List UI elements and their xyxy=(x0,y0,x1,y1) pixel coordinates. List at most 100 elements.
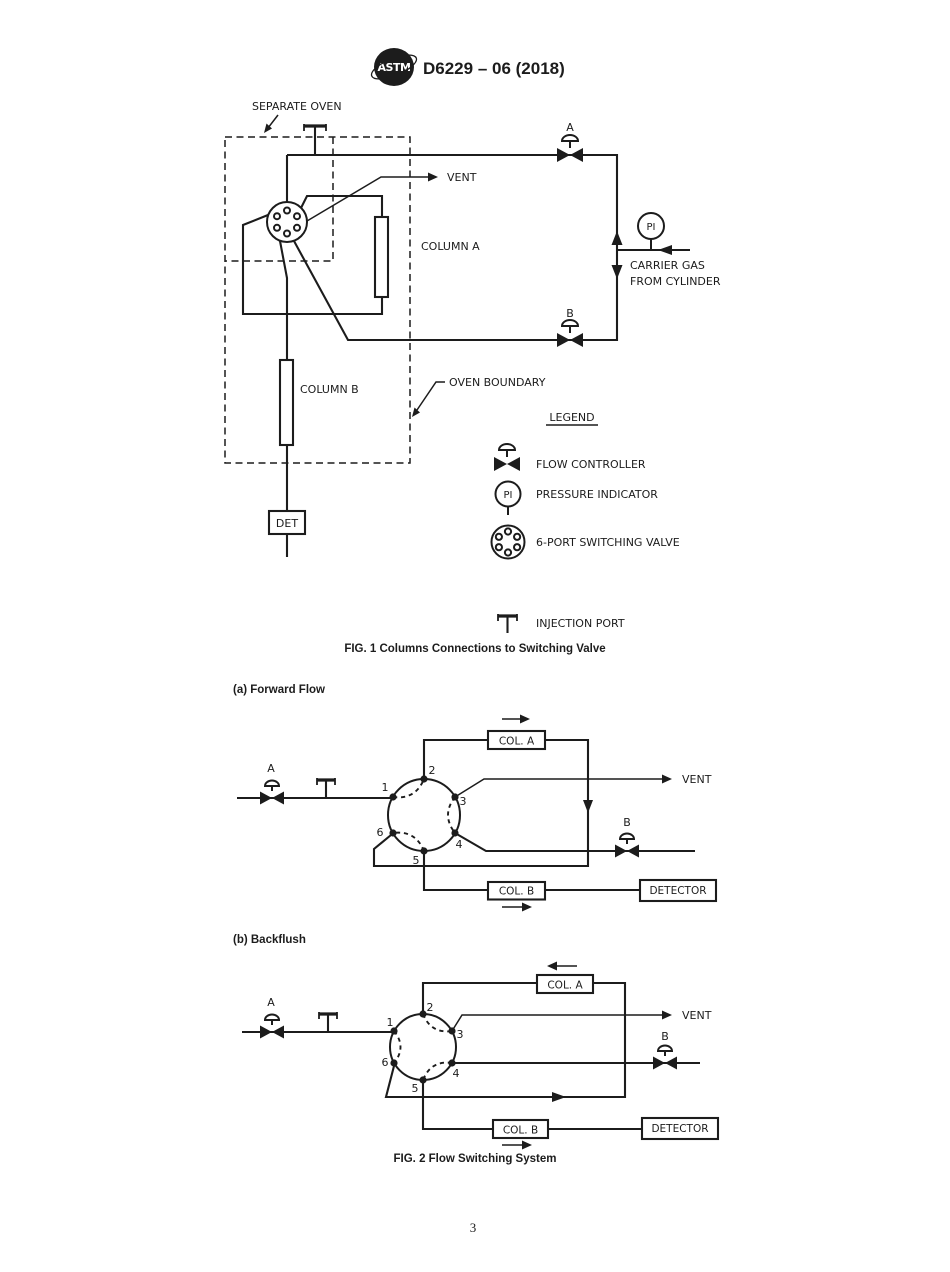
backflush-label: (b) Backflush xyxy=(233,934,306,946)
forward-vent-label: VENT xyxy=(682,773,712,786)
backflush-port-3: 3 xyxy=(457,1028,464,1041)
fig1-detector-label: DET xyxy=(276,517,298,530)
backflush-col-b-line xyxy=(421,1080,642,1131)
forward-port-1: 1 xyxy=(382,781,389,794)
legend-6port-valve-label: 6-PORT SWITCHING VALVE xyxy=(536,536,680,549)
fig1-vent-line xyxy=(306,176,433,222)
fig1-valve-b-label: B xyxy=(566,307,574,320)
oven-boundary-arrowhead-icon xyxy=(412,407,420,417)
page-header: ASTM D6229 – 06 (2018) xyxy=(370,48,565,86)
backflush-injection-port-icon xyxy=(318,1012,338,1032)
forward-valve-b-label: B xyxy=(623,816,631,829)
legend-pressure-indicator-label: PRESSURE INDICATOR xyxy=(536,488,658,501)
backflush-valve-b-label: B xyxy=(661,1030,669,1043)
separate-oven-leader xyxy=(267,114,279,129)
forward-down-arrowhead-icon xyxy=(583,800,593,813)
forward-port-2: 2 xyxy=(429,764,436,777)
fig1-flow-controller-a-icon xyxy=(557,134,583,162)
fig1-vent-label: VENT xyxy=(447,171,477,184)
backflush-valve-a-label: A xyxy=(267,996,275,1009)
forward-port-6: 6 xyxy=(377,826,384,839)
forward-port-5: 5 xyxy=(413,854,420,867)
forward-col-a-loop xyxy=(372,738,590,868)
fig1-detector-box xyxy=(267,509,307,536)
backflush-6port-valve-icon xyxy=(389,1010,457,1084)
fig1-up-arrow-icon xyxy=(611,231,623,245)
separate-oven-box xyxy=(225,137,334,262)
fig1-down-arrow-icon xyxy=(611,265,623,279)
separate-oven-arrowhead-icon xyxy=(264,123,272,133)
fig1-pi-label: PI xyxy=(647,222,656,233)
backflush-port-2: 2 xyxy=(427,1001,434,1014)
forward-valve-a-label: A xyxy=(267,762,275,775)
backflush-col-b-box xyxy=(491,1118,550,1140)
legend-flow-controller-icon xyxy=(494,443,520,471)
legend-heading: LEGEND xyxy=(549,411,594,424)
legend-6port-valve-icon xyxy=(490,524,526,560)
fig1-carrier-gas-line2: FROM CYLINDER xyxy=(630,275,721,288)
document-code: D6229 – 06 (2018) xyxy=(423,59,565,78)
forward-col-b-box xyxy=(486,880,547,901)
forward-port-3: 3 xyxy=(460,795,467,808)
legend-injection-port-icon xyxy=(497,614,518,633)
fig1-flow-controller-b-icon xyxy=(557,319,583,347)
fig1-column-a-label: COLUMN A xyxy=(421,240,480,253)
fig1-column-b-label: COLUMN B xyxy=(300,383,359,396)
backflush-col-a-label: COL. A xyxy=(547,980,583,992)
fig1-valve-a-label: A xyxy=(566,121,574,134)
forward-flow-label: (a) Forward Flow xyxy=(233,684,325,696)
backflush-col-b-label: COL. B xyxy=(503,1125,538,1137)
forward-injection-port-icon xyxy=(316,778,336,798)
page-number: 3 xyxy=(470,1220,477,1235)
fig1-column-b-line xyxy=(278,240,289,557)
backflush-flow-controller-b-icon xyxy=(653,1044,677,1070)
fig2-caption: FIG. 2 Flow Switching System xyxy=(394,1153,557,1165)
forward-col-a-box xyxy=(486,729,547,751)
backflush-port-4: 4 xyxy=(453,1067,460,1080)
fig1-column-a-bottom-line xyxy=(241,214,384,316)
forward-flow-controller-b-icon xyxy=(615,832,639,858)
forward-col-b-label: COL. B xyxy=(499,886,534,898)
fig1-carrier-loop-line xyxy=(287,153,619,342)
forward-vent-arrowhead-icon xyxy=(662,774,672,784)
fig1-column-b-box xyxy=(278,358,295,447)
fig1-column-a-top-line xyxy=(300,194,384,219)
oven-boundary-box xyxy=(224,136,411,464)
oven-boundary-leader xyxy=(416,381,445,411)
fig1-caption: FIG. 1 Columns Connections to Switching … xyxy=(344,643,605,655)
legend-pressure-indicator-icon: PI xyxy=(494,480,522,515)
oven-boundary-label: OVEN BOUNDARY xyxy=(449,376,546,389)
backflush-vent-line xyxy=(451,1014,666,1032)
backflush-detector-box xyxy=(640,1116,720,1141)
forward-valve-b-line xyxy=(454,832,695,853)
fig2-forward-flow: (a) Forward Flow A COL. A VENT xyxy=(233,684,718,912)
backflush-bottom-arrowhead-icon xyxy=(552,1092,566,1102)
legend-injection-port-label: INJECTION PORT xyxy=(536,617,625,630)
forward-col-a-flow-arrowhead-icon xyxy=(520,714,530,724)
forward-detector-label: DETECTOR xyxy=(649,885,706,897)
fig1-carrier-gas-line1: CARRIER GAS xyxy=(630,259,705,272)
backflush-flow-controller-a-icon xyxy=(260,1013,284,1039)
fig1-diagram: SEPARATE OVEN VENT xyxy=(224,100,721,655)
fig1-carrier-arrowhead-icon xyxy=(658,245,672,255)
astm-logo: ASTM xyxy=(370,48,418,86)
backflush-port-5: 5 xyxy=(412,1082,419,1095)
fig1-column-a-box xyxy=(373,215,390,299)
forward-6port-valve-icon xyxy=(387,775,461,855)
forward-col-b-line xyxy=(422,851,640,892)
fig1-pressure-indicator-icon: PI xyxy=(637,212,665,250)
astm-logo-text: ASTM xyxy=(378,61,411,74)
forward-detector-box xyxy=(638,878,718,903)
backflush-port-6: 6 xyxy=(382,1056,389,1069)
forward-flow-controller-a-icon xyxy=(260,779,284,805)
separate-oven-label: SEPARATE OVEN xyxy=(252,100,342,113)
forward-col-b-flow-arrowhead-icon xyxy=(522,902,532,912)
legend: LEGEND FLOW CONTROLLER PI PRESSURE INDIC… xyxy=(490,411,680,633)
legend-pi-text: PI xyxy=(504,490,513,501)
backflush-vent-arrowhead-icon xyxy=(662,1010,672,1020)
fig2-backflush: (b) Backflush A COL. A VENT xyxy=(233,934,720,1150)
backflush-col-a-flow-arrowhead-icon xyxy=(547,961,557,971)
backflush-col-a-loop xyxy=(384,981,627,1099)
backflush-col-b-flow-arrowhead-icon xyxy=(522,1140,532,1150)
